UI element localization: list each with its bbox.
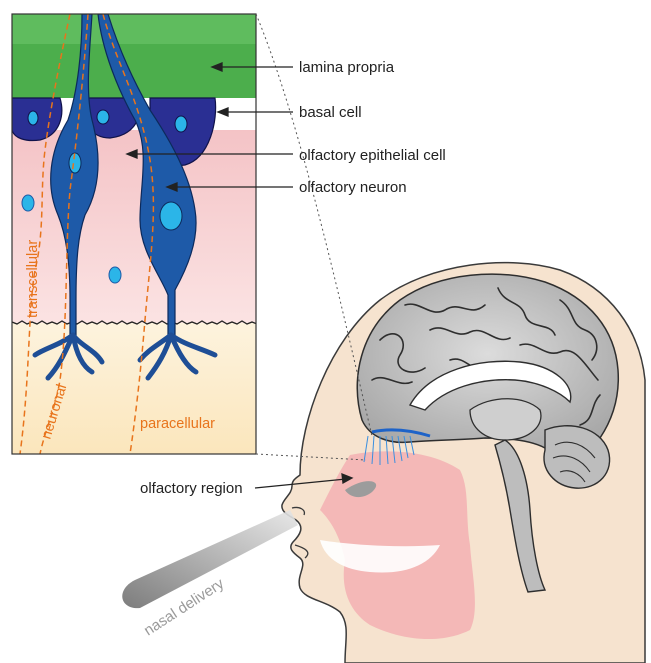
label-olfactory-region: olfactory region [140, 480, 243, 497]
nucleus [97, 110, 109, 124]
label-paracellular: paracellular [140, 416, 215, 432]
label-transcellular: transcellular [25, 240, 41, 318]
label-olfactory-epithelial-cell: olfactory epithelial cell [299, 147, 446, 164]
epithelium-layer [12, 130, 256, 323]
nucleus [28, 111, 38, 125]
lamina-propria-highlight [12, 14, 256, 44]
nucleus [175, 116, 187, 132]
label-basal-cell: basal cell [299, 104, 362, 121]
nucleus [160, 202, 182, 230]
inset-panel [12, 14, 262, 454]
nucleus [22, 195, 34, 211]
nucleus [109, 267, 121, 283]
label-olfactory-neuron: olfactory neuron [299, 179, 407, 196]
label-lamina-propria: lamina propria [299, 59, 395, 76]
